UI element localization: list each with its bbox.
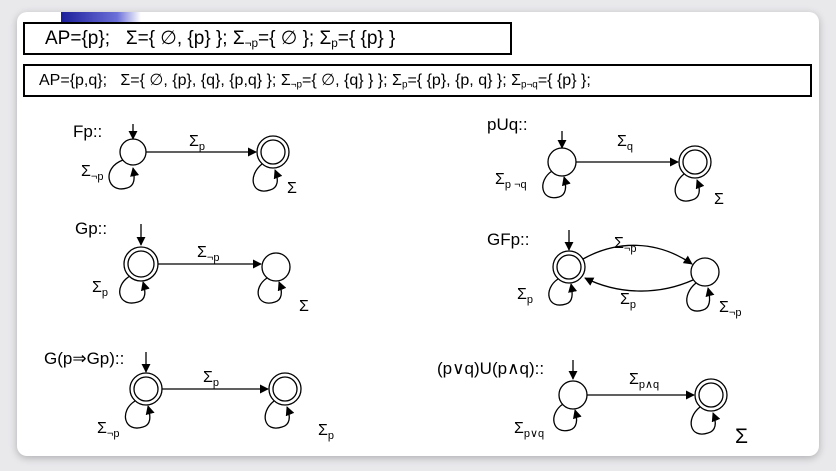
state-accepting (256, 135, 290, 169)
sigma-not-p-def: Σ¬p={ ∅, {q} } }; (280, 72, 388, 91)
transition-arrow (584, 277, 694, 292)
alphabet-box-pq: AP={p,q}; Σ={ ∅, {p}, {q}, {p,q} }; Σ¬p=… (23, 64, 812, 97)
self-loop (674, 173, 705, 202)
self-loop (690, 406, 721, 435)
transition-label: Σp (189, 133, 205, 153)
automaton-g-p-implies-gp: G(p⇒Gp):: Σp Σ¬p Σp (44, 349, 334, 442)
automaton-title: Fp:: (73, 122, 102, 141)
loop-label: Σ (299, 298, 309, 315)
automaton-fp: Fp:: Σp Σ¬p Σ (73, 122, 297, 197)
self-loop (686, 282, 715, 312)
state-accepting (268, 372, 302, 406)
sigma-def: Σ={ ∅, {p}, {q}, {p,q} }; (120, 72, 277, 89)
loop-label: Σp (318, 422, 334, 442)
self-loop (548, 278, 578, 306)
state (690, 257, 720, 287)
ap-def: AP={p,q}; (39, 72, 108, 89)
transition-label: Σp (203, 369, 219, 389)
state (261, 252, 291, 282)
state-initial (558, 380, 588, 410)
sigma-def: Σ={ ∅, {p} }; (125, 28, 228, 49)
state-initial (547, 147, 577, 177)
transition-label: Σ¬p (614, 235, 636, 255)
sigma-p-not-q-def: Σp¬q={ {p} }; (511, 72, 591, 91)
self-loop (119, 275, 150, 304)
automaton-gfp: GFp:: Σ¬p Σp Σp Σ¬p (487, 230, 741, 319)
automaton-title: Gp:: (75, 219, 107, 238)
loop-label: Σ (714, 191, 724, 208)
self-loop (257, 277, 287, 304)
self-loop (124, 400, 155, 429)
automaton-title: (p∨q)U(p∧q):: (437, 359, 544, 378)
loop-label: Σ (735, 425, 748, 448)
self-loop (553, 403, 582, 432)
loop-label: Σp ¬q (495, 171, 527, 191)
transition-label: Σp (620, 291, 636, 311)
automaton-gp: Gp:: Σ¬p Σp Σ (75, 219, 309, 315)
self-loop (542, 170, 571, 199)
state-initial-accepting (129, 372, 163, 406)
loop-label: Σp∨q (514, 420, 544, 440)
transition-arrow (582, 244, 693, 265)
slide-card: AP={p}; Σ={ ∅, {p} }; Σ¬p={ ∅ }; Σp={ {p… (17, 12, 819, 456)
transition-label: Σp∧q (629, 371, 659, 391)
self-loop (108, 159, 140, 190)
automaton-p-or-q-until-p-and-q: (p∨q)U(p∧q):: Σp∧q Σp∨q Σ (437, 359, 748, 448)
state-initial (119, 138, 147, 166)
automaton-title: G(p⇒Gp):: (44, 349, 124, 368)
alphabet-box-p: AP={p}; Σ={ ∅, {p} }; Σ¬p={ ∅ }; Σp={ {p… (23, 22, 512, 55)
automaton-title: pUq:: (487, 115, 528, 134)
state-initial-accepting (552, 250, 586, 284)
sigma-p-def: Σp={ {p} } (319, 28, 396, 50)
sigma-not-p-def: Σ¬p={ ∅ }; (232, 28, 315, 50)
automaton-title: GFp:: (487, 230, 530, 249)
self-loop (252, 163, 283, 192)
self-loop (264, 400, 295, 429)
automata-diagram: Fp:: Σp Σ¬p Σ Gp:: Σ¬p Σp Σ (44, 115, 748, 448)
loop-label: Σp (517, 286, 533, 306)
state-accepting (678, 145, 712, 179)
state-accepting (694, 378, 728, 412)
loop-label: Σ¬p (81, 163, 103, 183)
loop-label: Σ¬p (719, 299, 741, 319)
loop-label: Σ (287, 180, 297, 197)
automaton-p-until-q: pUq:: Σq Σp ¬q Σ (487, 115, 724, 208)
transition-label: Σ¬p (197, 244, 219, 264)
sigma-p-def: Σp={ {p}, {p, q} }; (392, 72, 507, 91)
transition-label: Σq (617, 133, 633, 153)
loop-label: Σ¬p (97, 420, 119, 440)
ap-def: AP={p}; (45, 28, 110, 49)
loop-label: Σp (92, 279, 108, 299)
